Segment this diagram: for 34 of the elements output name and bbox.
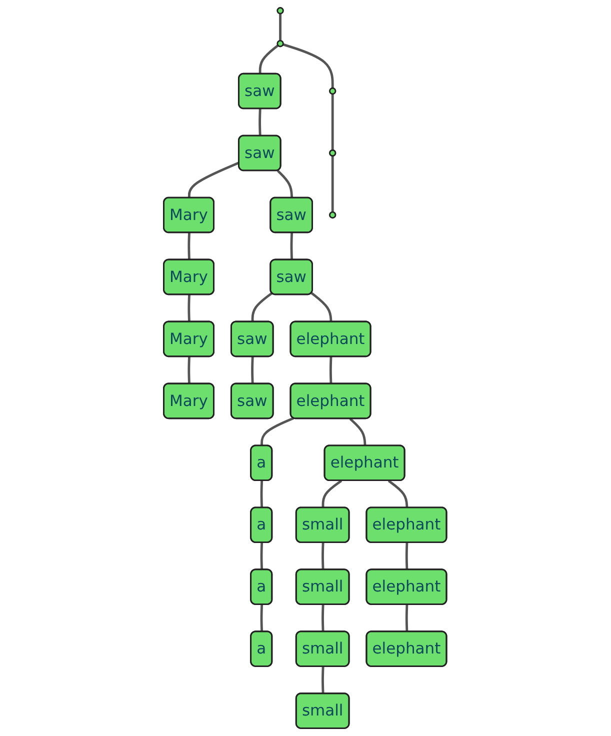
connector (322, 604, 325, 632)
connector (332, 156, 334, 212)
node-circle (329, 149, 337, 157)
connector (251, 356, 254, 384)
connector (322, 542, 325, 570)
connector (290, 232, 294, 260)
connector (388, 480, 409, 508)
connector (252, 292, 274, 322)
node-circle (277, 7, 284, 14)
connector (322, 666, 325, 694)
connector (188, 232, 191, 260)
connector (279, 14, 282, 41)
node-circle (277, 40, 284, 48)
connector (406, 604, 409, 632)
connector (260, 480, 264, 508)
connector (311, 292, 333, 322)
connector (322, 480, 342, 508)
connector (188, 294, 191, 322)
node-circle (329, 87, 337, 95)
connector (406, 542, 409, 570)
connector (330, 356, 333, 384)
node-circle (329, 211, 337, 219)
connector (188, 356, 191, 384)
connector (260, 417, 294, 446)
connector (258, 108, 262, 136)
tree-diagram: saw saw Mary Mary Mary Mary saw saw saw saw elephant elephant a a a a elephant small small small small elephant elephant elephant (156, 0, 455, 736)
connector (332, 94, 334, 150)
connector (260, 542, 264, 570)
connector (277, 170, 294, 198)
connector (188, 162, 240, 198)
connector (259, 44, 280, 74)
connector (283, 43, 334, 88)
connector (350, 418, 367, 446)
connector (260, 604, 264, 632)
